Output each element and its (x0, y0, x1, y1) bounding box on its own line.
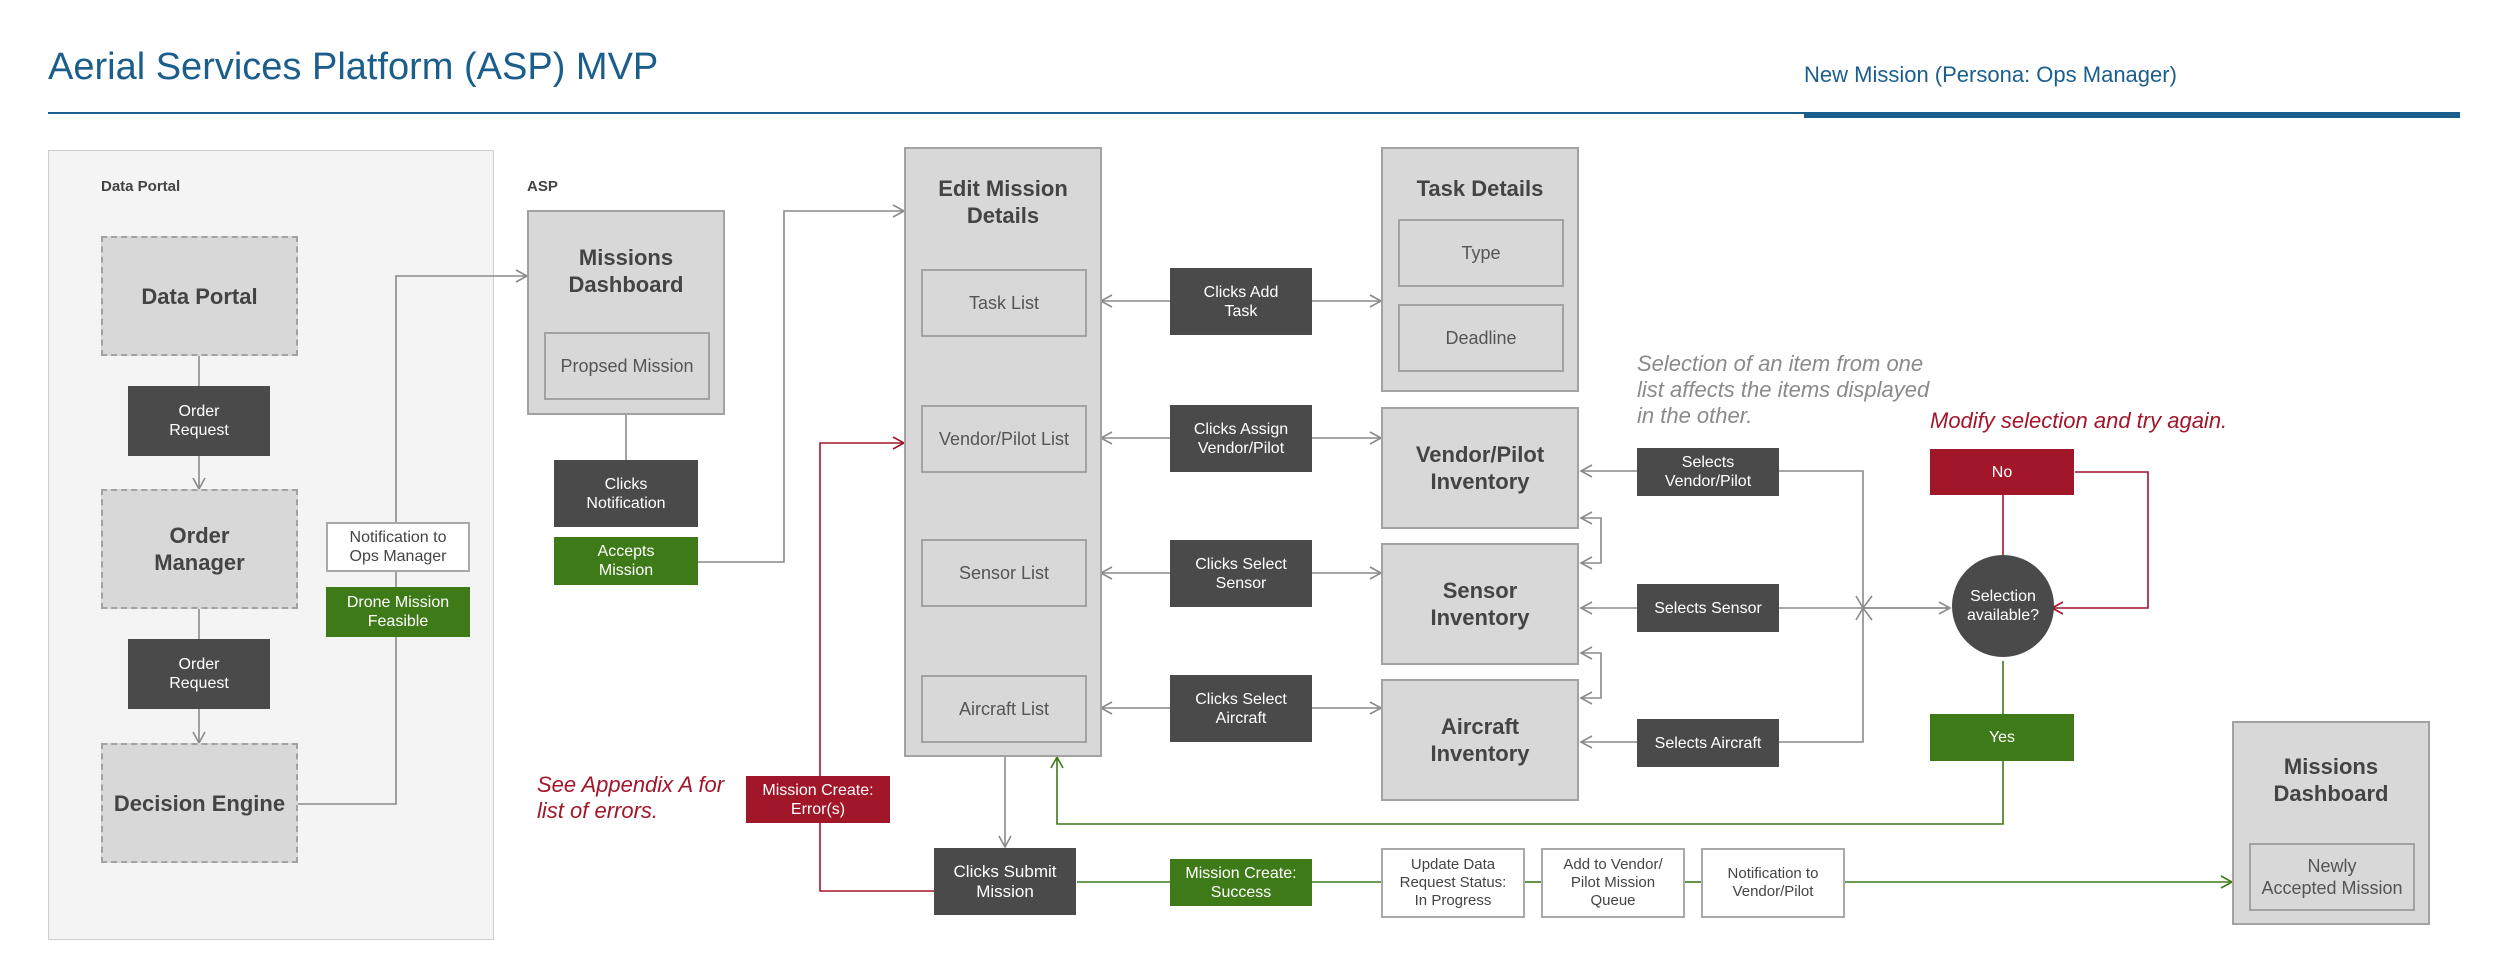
selects-sensor-action: Selects Sensor (1637, 584, 1779, 632)
drone-mission-feasible: Drone Mission Feasible (326, 587, 470, 637)
decision-engine-node: Decision Engine (101, 743, 298, 863)
mission-create-error: Mission Create: Error(s) (746, 776, 890, 823)
clicks-assign-vendor-action: Clicks Assign Vendor/Pilot (1170, 405, 1312, 472)
accepts-mission: Accepts Mission (554, 537, 698, 585)
data-portal-node: Data Portal (101, 236, 298, 356)
mission-create-success: Mission Create: Success (1170, 859, 1312, 906)
missions-dashboard-node: Missions Dashboard Propsed Mission (527, 210, 725, 415)
aircraft-inventory: Aircraft Inventory (1381, 679, 1579, 801)
final-missions-dashboard-title: Missions Dashboard (2273, 754, 2389, 806)
newly-accepted-mission[interactable]: Newly Accepted Mission (2249, 843, 2415, 911)
no-branch: No (1930, 449, 2074, 495)
header-rule (48, 112, 2460, 114)
task-details-node: Task Details Type Deadline (1381, 147, 1579, 392)
update-data-request-status: Update Data Request Status: In Progress (1381, 848, 1525, 918)
edit-mission-details-node: Edit Mission Details Task List Vendor/Pi… (904, 147, 1102, 757)
task-deadline[interactable]: Deadline (1398, 304, 1564, 372)
task-list[interactable]: Task List (921, 269, 1087, 337)
clicks-select-aircraft-action: Clicks Select Aircraft (1170, 675, 1312, 742)
order-request-action-2: Order Request (128, 639, 270, 709)
aircraft-list[interactable]: Aircraft List (921, 675, 1087, 743)
final-missions-dashboard-node: Missions Dashboard Newly Accepted Missio… (2232, 721, 2430, 925)
notification-ops-manager: Notification to Ops Manager (326, 522, 470, 572)
page-title: Aerial Services Platform (ASP) MVP (48, 46, 659, 88)
clicks-add-task-action: Clicks Add Task (1170, 268, 1312, 335)
subtitle-underline (1804, 112, 2460, 118)
sensor-inventory: Sensor Inventory (1381, 543, 1579, 665)
clicks-select-sensor-action: Clicks Select Sensor (1170, 540, 1312, 607)
yes-branch: Yes (1930, 714, 2074, 761)
page-subtitle: New Mission (Persona: Ops Manager) (1804, 62, 2177, 87)
missions-dashboard-title: Missions Dashboard (568, 245, 684, 297)
selects-vendor-pilot-action: Selects Vendor/Pilot (1637, 448, 1779, 496)
selects-aircraft-action: Selects Aircraft (1637, 719, 1779, 767)
task-details-title: Task Details (1416, 176, 1544, 201)
asp-section-label: ASP (527, 178, 558, 195)
data-portal-section-label: Data Portal (101, 178, 181, 195)
edit-mission-title: Edit Mission Details (938, 176, 1068, 228)
task-type[interactable]: Type (1398, 219, 1564, 287)
notification-vendor-pilot: Notification to Vendor/Pilot (1701, 848, 1845, 918)
modify-selection-note: Modify selection and try again. (1930, 408, 2228, 433)
clicks-notification-action: Clicks Notification (554, 460, 698, 527)
vendor-pilot-list[interactable]: Vendor/Pilot List (921, 405, 1087, 473)
selection-available-decision: Selection available? (1952, 555, 2054, 657)
proposed-mission[interactable]: Propsed Mission (544, 332, 710, 400)
sensor-list[interactable]: Sensor List (921, 539, 1087, 607)
order-manager-node: Order Manager (101, 489, 298, 609)
order-request-action-1: Order Request (128, 386, 270, 456)
clicks-submit-mission-action: Clicks Submit Mission (934, 848, 1076, 915)
selection-note: Selection of an item from one list affec… (1637, 351, 1930, 428)
add-to-vendor-queue: Add to Vendor/ Pilot Mission Queue (1541, 848, 1685, 918)
see-appendix-note: See Appendix A for list of errors. (537, 772, 725, 823)
vendor-pilot-inventory: Vendor/Pilot Inventory (1381, 407, 1579, 529)
